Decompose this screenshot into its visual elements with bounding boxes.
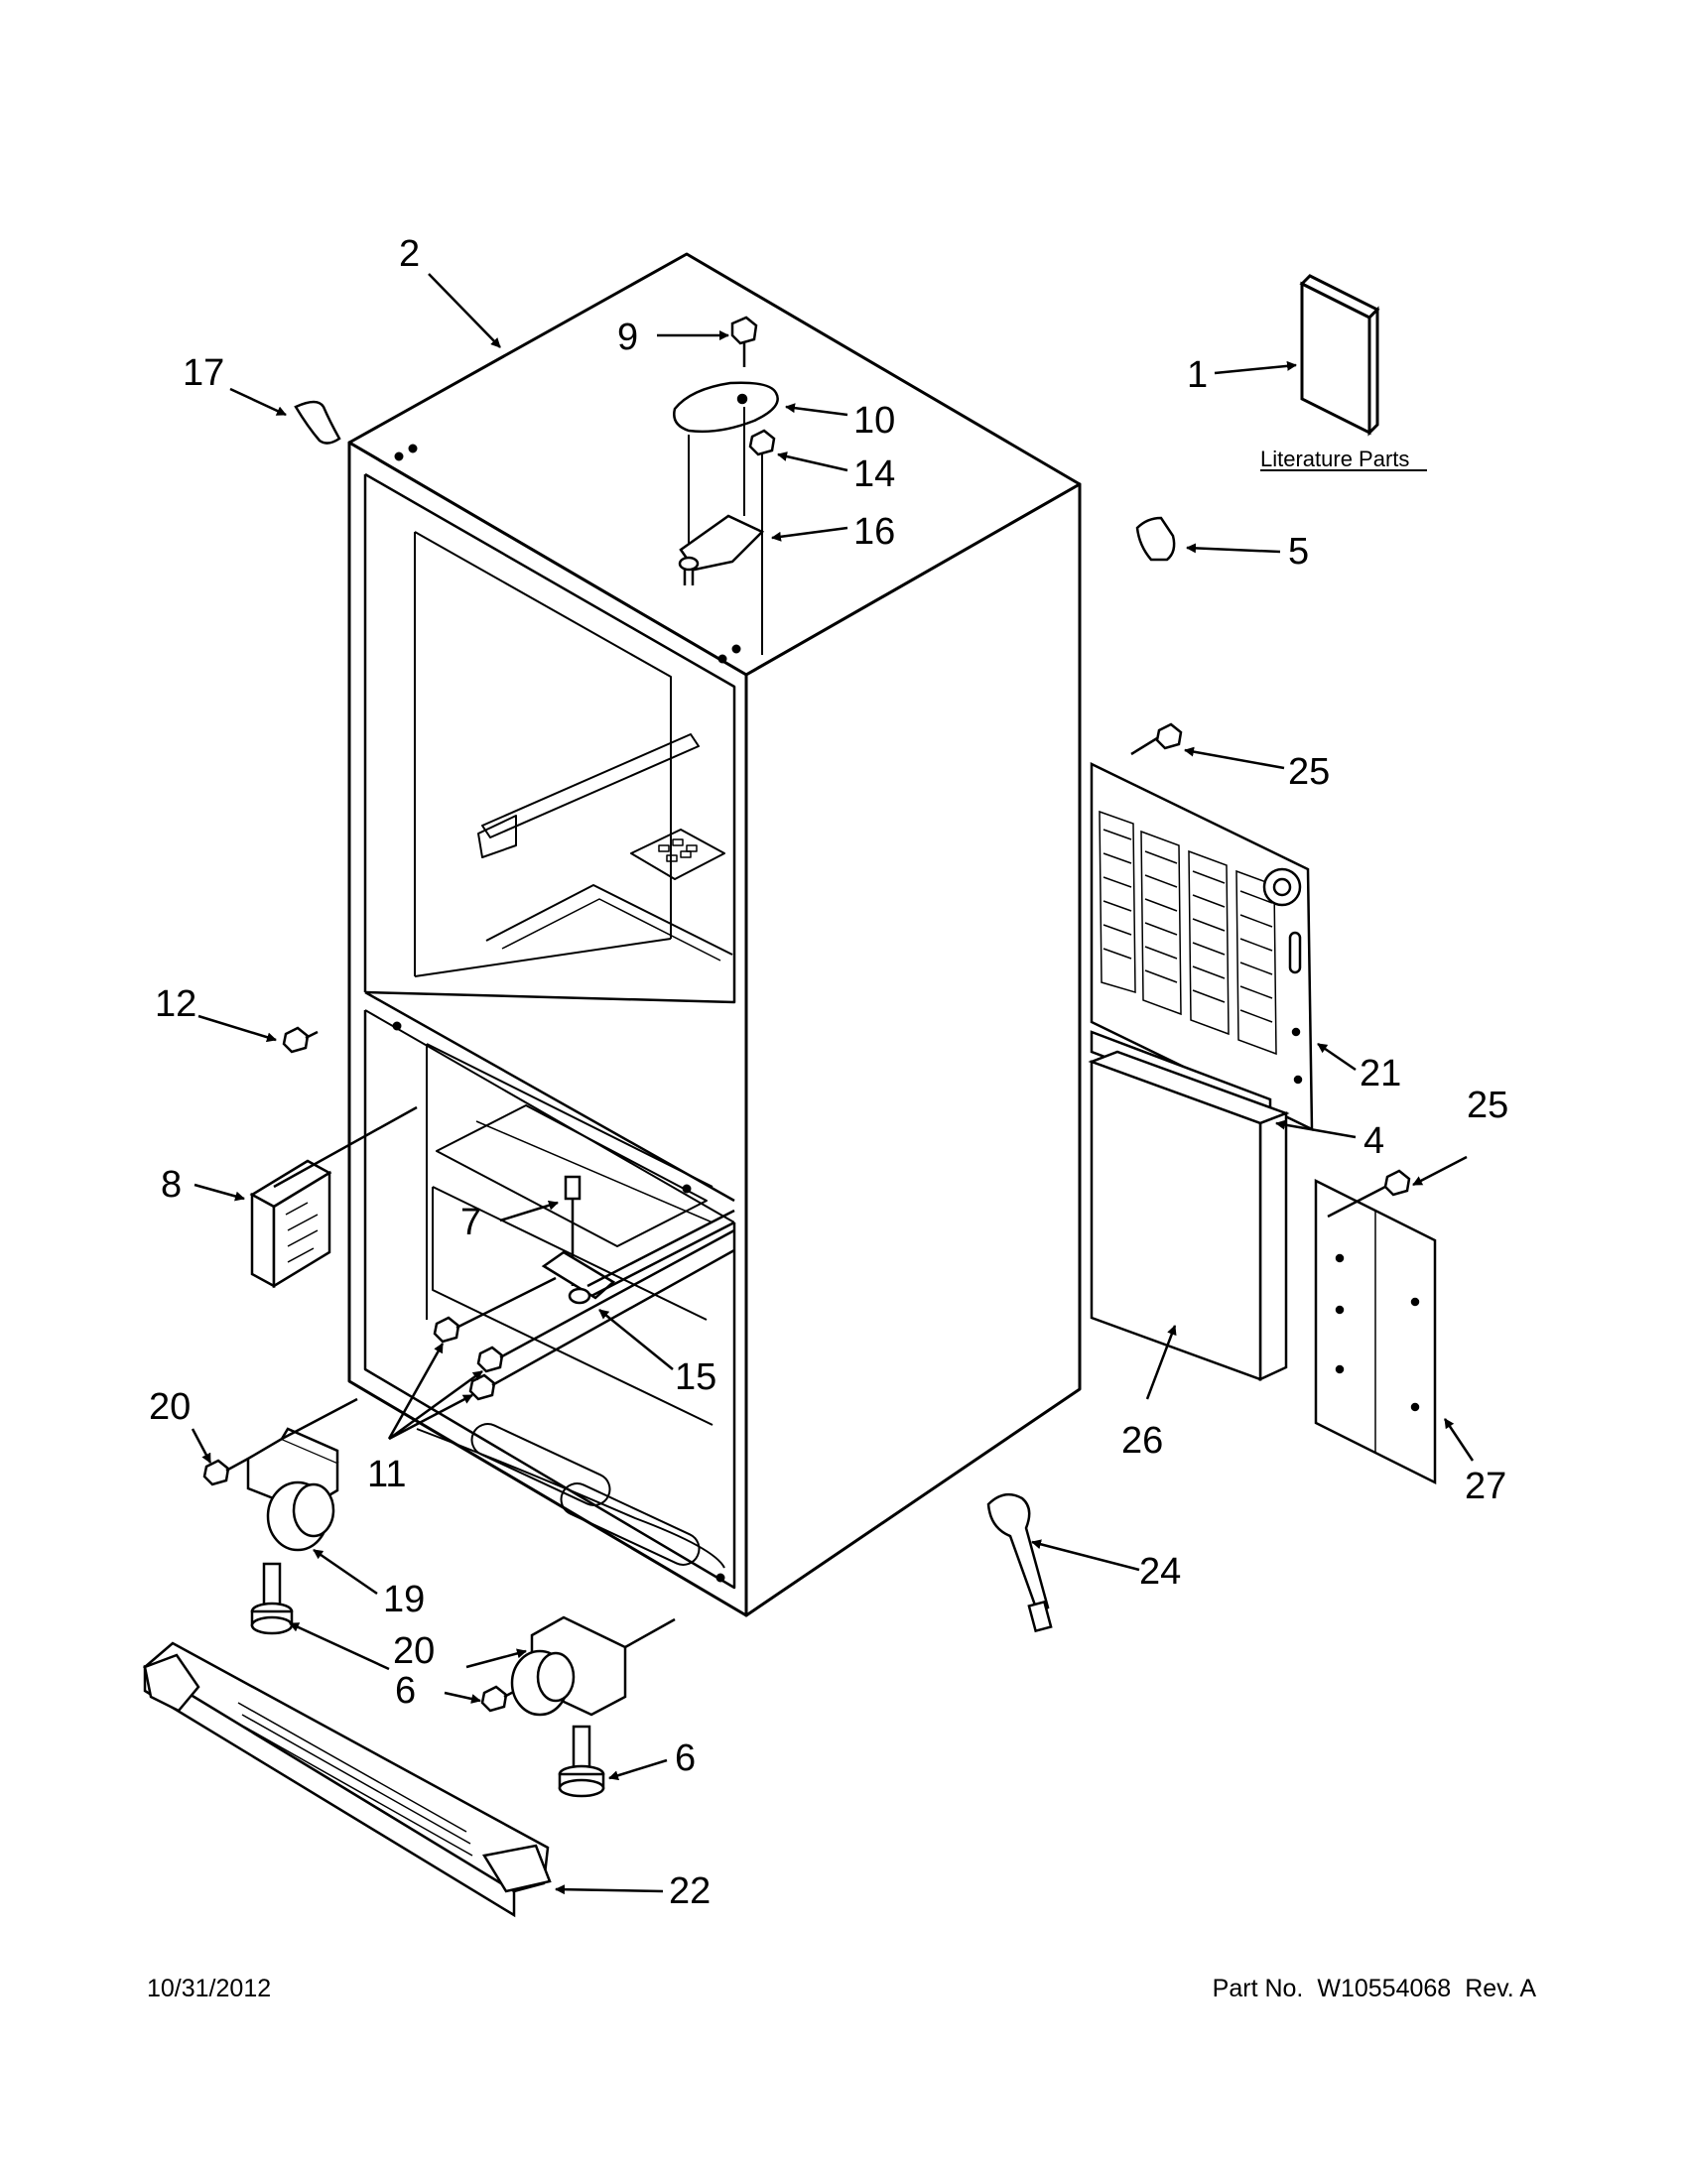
top-hinge-assembly	[673, 316, 779, 655]
part-6-leveler-left	[250, 1562, 294, 1635]
callout-24: 24	[1139, 1551, 1181, 1593]
callout-2: 2	[399, 233, 420, 275]
part-8-block	[249, 1105, 418, 1289]
part-11-leaders	[387, 1343, 483, 1441]
callout-9: 9	[617, 317, 638, 358]
callout-26: 26	[1121, 1420, 1163, 1462]
part-6-leveler-right	[558, 1725, 605, 1798]
callout-5: 5	[1288, 531, 1309, 573]
callout-27: 27	[1465, 1466, 1506, 1507]
footer-date: 10/31/2012	[147, 1975, 272, 2002]
footer-part-number: Part No. W10554068 Rev. A	[1213, 1975, 1536, 2003]
callout-12: 12	[155, 983, 196, 1025]
part-27-panel	[1314, 1169, 1437, 1485]
screws-small-parts	[202, 1026, 735, 1713]
callout-8: 8	[161, 1164, 182, 1206]
callout-10: 10	[853, 400, 895, 442]
callout-17: 17	[183, 352, 224, 394]
revision: Rev. A	[1465, 1975, 1536, 2002]
part-19-roller-left	[246, 1397, 358, 1552]
literature-parts-label: Literature Parts	[1260, 447, 1409, 471]
part-17-tape	[294, 400, 341, 445]
callout-15: 15	[675, 1356, 716, 1398]
callout-20b: 20	[393, 1630, 435, 1672]
leader-arrows	[191, 273, 1475, 1895]
part-19-roller-right	[510, 1615, 676, 1717]
callout-6b: 6	[675, 1737, 696, 1779]
callout-14: 14	[853, 453, 895, 495]
callout-19: 19	[383, 1579, 425, 1620]
callout-4: 4	[1363, 1120, 1384, 1162]
callout-25a: 25	[1288, 751, 1330, 793]
callout-11: 11	[367, 1454, 406, 1495]
callout-20a: 20	[149, 1386, 191, 1428]
part-1-literature-book	[1299, 274, 1380, 437]
callout-labels: 1 2 4 5 6 6 7 8 9 10 11 12 14 15 16 17 1…	[149, 233, 1508, 1912]
part-22-base-grille	[142, 1641, 552, 1918]
part-26-insulation	[1088, 1050, 1290, 1381]
part-24-tool	[986, 1492, 1053, 1633]
callout-1: 1	[1187, 354, 1208, 396]
part-21-rear-grille	[1090, 722, 1314, 1132]
callout-22: 22	[669, 1870, 711, 1912]
cabinet	[347, 252, 1082, 1617]
callout-16: 16	[853, 511, 895, 553]
callout-21: 21	[1360, 1053, 1401, 1094]
callout-7: 7	[460, 1202, 481, 1243]
callout-25b: 25	[1467, 1085, 1508, 1126]
part-label: Part No.	[1212, 1975, 1304, 2002]
callout-6a: 6	[395, 1670, 416, 1712]
part-number: W10554068	[1317, 1975, 1452, 2002]
part-5-label	[1135, 516, 1176, 562]
